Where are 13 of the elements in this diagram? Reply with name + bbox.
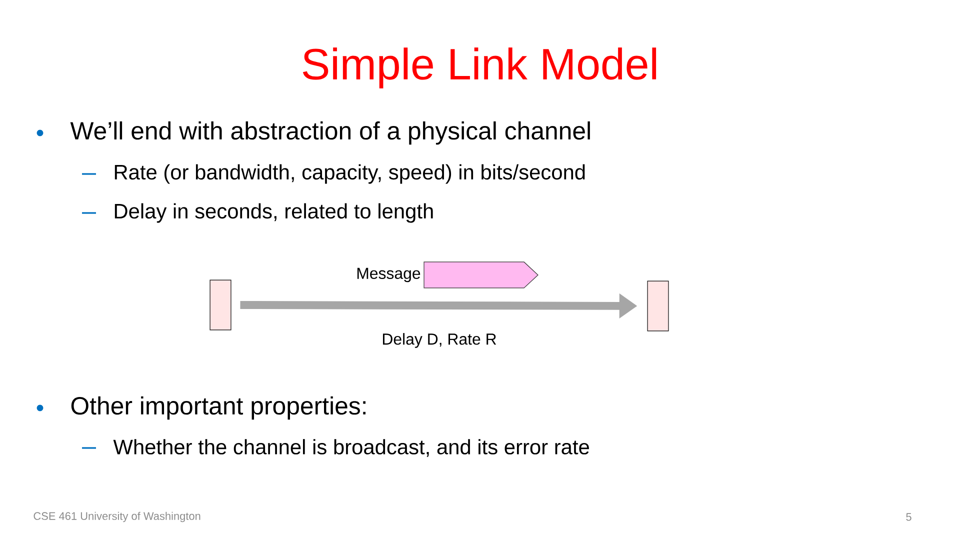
node-label: Message bbox=[357, 268, 420, 282]
sub-bullet-text: Whether the channel is broadcast, and its error rate bbox=[113, 439, 589, 457]
endpoint-box bbox=[647, 280, 669, 332]
sub-bullet-text: Delay in seconds, related to length bbox=[114, 203, 433, 223]
sub-bullet-text: Rate (or bandwidth, capacity, speed) in bits/second bbox=[114, 164, 585, 184]
slide-title: Simple Link Model bbox=[302, 48, 656, 88]
endpoint-box bbox=[210, 280, 232, 330]
edge-label: Delay D, Rate R bbox=[380, 332, 498, 349]
page-number: 5 bbox=[906, 513, 912, 521]
footer-text: CSE 461 University of Washington bbox=[34, 512, 200, 522]
bullet-text: Other important properties: bbox=[71, 396, 366, 420]
message-packet: Message bbox=[357, 262, 538, 288]
bullet-text: We’ll end with abstraction of a physical channel bbox=[70, 121, 590, 145]
